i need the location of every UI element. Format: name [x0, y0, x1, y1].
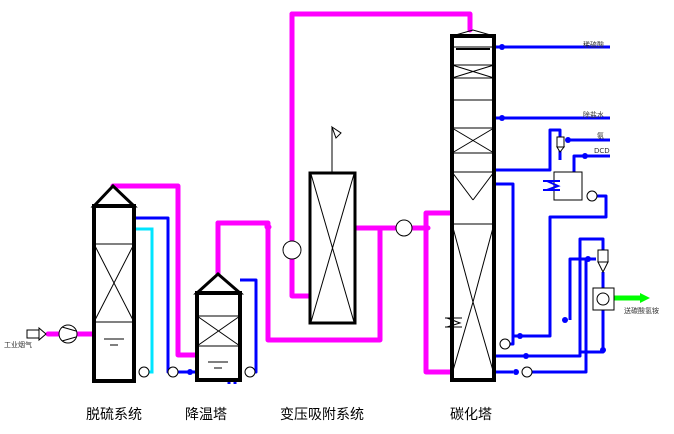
ammonia-label: 氨 — [597, 132, 604, 140]
flow-arrows — [187, 44, 606, 375]
desulfurizer-return-pipe — [135, 216, 176, 374]
flue-gas-label: 工业烟气 — [4, 341, 32, 349]
gas-pipes — [45, 11, 473, 375]
product-pipe — [614, 293, 650, 303]
pumps — [58, 190, 598, 378]
heat-exchanger-icon — [445, 317, 462, 328]
psa-out-blower-icon — [395, 219, 413, 237]
carbonation-feed-riser — [423, 210, 455, 375]
centrifuge-down-pipe — [580, 310, 605, 354]
carb-side-pipe-1 — [494, 128, 562, 172]
ammonia-filter — [556, 136, 566, 153]
section-label-desulfurization: 脱硫系统 — [86, 407, 142, 423]
mixer-out-pipe — [513, 194, 608, 338]
desulfurizer-to-cooler-pipe — [110, 183, 200, 358]
psa-header-loop — [265, 224, 383, 343]
flow-arrow-icon — [562, 317, 568, 323]
cooler-pump-left-icon — [167, 366, 179, 378]
carb-bottom-pipe-1 — [494, 237, 605, 358]
section-label-psa: 变压吸附系统 — [280, 407, 364, 423]
flow-arrow-icon — [499, 44, 505, 50]
cooler-pump-right-icon — [244, 366, 256, 378]
desulfurization-tower — [90, 183, 138, 383]
vent-flag-icon — [331, 125, 342, 139]
cooling-tower — [193, 271, 245, 382]
centrifuge — [592, 287, 615, 311]
section-label-cooling-tower: 降温塔 — [185, 407, 227, 423]
desalted-water-label: 除盐水 — [583, 111, 604, 119]
cyclone-feed-pipe — [568, 257, 596, 320]
psa-inlet-manifold — [215, 220, 271, 231]
flue-gas-inlet-arrow — [26, 326, 47, 342]
product-label: 送碳酸氢铵 — [624, 307, 659, 315]
flow-arrow-icon — [600, 347, 606, 353]
dilute-acid-label: 稀硫酸 — [583, 41, 604, 49]
dcd-pipe — [572, 154, 610, 172]
dcd-label: DCD — [594, 147, 610, 155]
flow-arrow-icon — [517, 333, 523, 339]
carb-pump-1-icon — [499, 338, 511, 350]
flow-arrow-icon — [187, 369, 193, 375]
mixer-tank — [543, 171, 583, 201]
desulfurizer-pump-icon — [138, 366, 150, 378]
flow-arrow-icon — [582, 153, 588, 159]
cooler-to-psa-pipe — [215, 220, 272, 283]
carb-bottom-pipe-2 — [494, 259, 588, 374]
flow-arrow-icon — [513, 369, 519, 375]
mixer-pump-icon — [586, 190, 598, 202]
section-label-carbonation: 碳化塔 — [450, 407, 492, 423]
flow-arrow-icon — [565, 137, 571, 143]
flue-gas-fan-icon — [58, 324, 78, 344]
carb-side-pipe-2 — [494, 182, 515, 346]
flow-arrow-icon — [585, 256, 591, 262]
psa-bypass-pipe — [289, 11, 313, 299]
psa-adsorber — [308, 125, 357, 325]
cyclone-separator — [597, 249, 609, 274]
psa-top-to-carbonation-pipe — [289, 11, 473, 33]
psa-blower-icon — [282, 240, 302, 260]
heat-exchanger-icon — [543, 180, 561, 191]
flow-arrow-icon — [523, 353, 529, 359]
carbonation-tower — [445, 29, 496, 382]
flow-arrow-icon — [499, 115, 505, 121]
circulation-pipe — [135, 227, 154, 374]
carb-pump-2-icon — [521, 366, 533, 378]
